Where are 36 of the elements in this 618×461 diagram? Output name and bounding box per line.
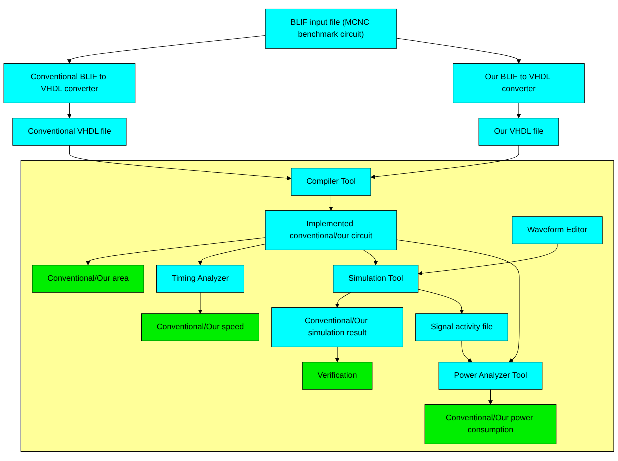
arrow <box>396 240 520 363</box>
arrow <box>86 238 266 266</box>
arrow <box>68 102 72 119</box>
arrow <box>462 340 472 363</box>
arrow <box>363 250 378 266</box>
node-box: Conventional/Our simulation result <box>272 308 404 348</box>
arrow <box>516 102 522 119</box>
node-box: Our VHDL file <box>478 118 560 146</box>
node-box: Conventional/Our speed <box>141 314 260 342</box>
arrow <box>396 38 522 64</box>
node-box: Compiler Tool <box>291 168 372 196</box>
node-box: Our BLIF to VHDL converter <box>453 64 585 104</box>
arrow <box>370 145 520 180</box>
node-box: Signal activity file <box>416 314 508 342</box>
arrow <box>329 195 334 211</box>
node-box: Waveform Editor <box>512 216 603 244</box>
node-box: Timing Analyzer <box>156 265 244 293</box>
arrow <box>418 244 558 276</box>
node-box: Conventional/Our power consumption <box>424 404 557 444</box>
arrow <box>69 145 292 181</box>
arrow <box>198 292 203 314</box>
node-box: Simulation Tool <box>333 265 419 293</box>
node-box: Conventional VHDL file <box>12 118 127 146</box>
node-box: Power Analyzer Tool <box>438 362 543 390</box>
node-box: Implemented conventional/our circuit <box>265 210 398 250</box>
arrow <box>488 389 493 405</box>
node-box: Conventional BLIF to VHDL converter <box>4 64 136 104</box>
node-box: Verification <box>302 362 373 390</box>
arrow <box>68 36 266 64</box>
node-box: Conventional/Our area <box>32 265 144 293</box>
cluster <box>20 160 614 452</box>
arrow <box>335 292 352 308</box>
arrow <box>198 244 266 266</box>
node-box: BLIF input file (MCNC benchmark circuit) <box>265 8 398 49</box>
arrow <box>335 346 340 363</box>
arrow <box>418 289 464 314</box>
